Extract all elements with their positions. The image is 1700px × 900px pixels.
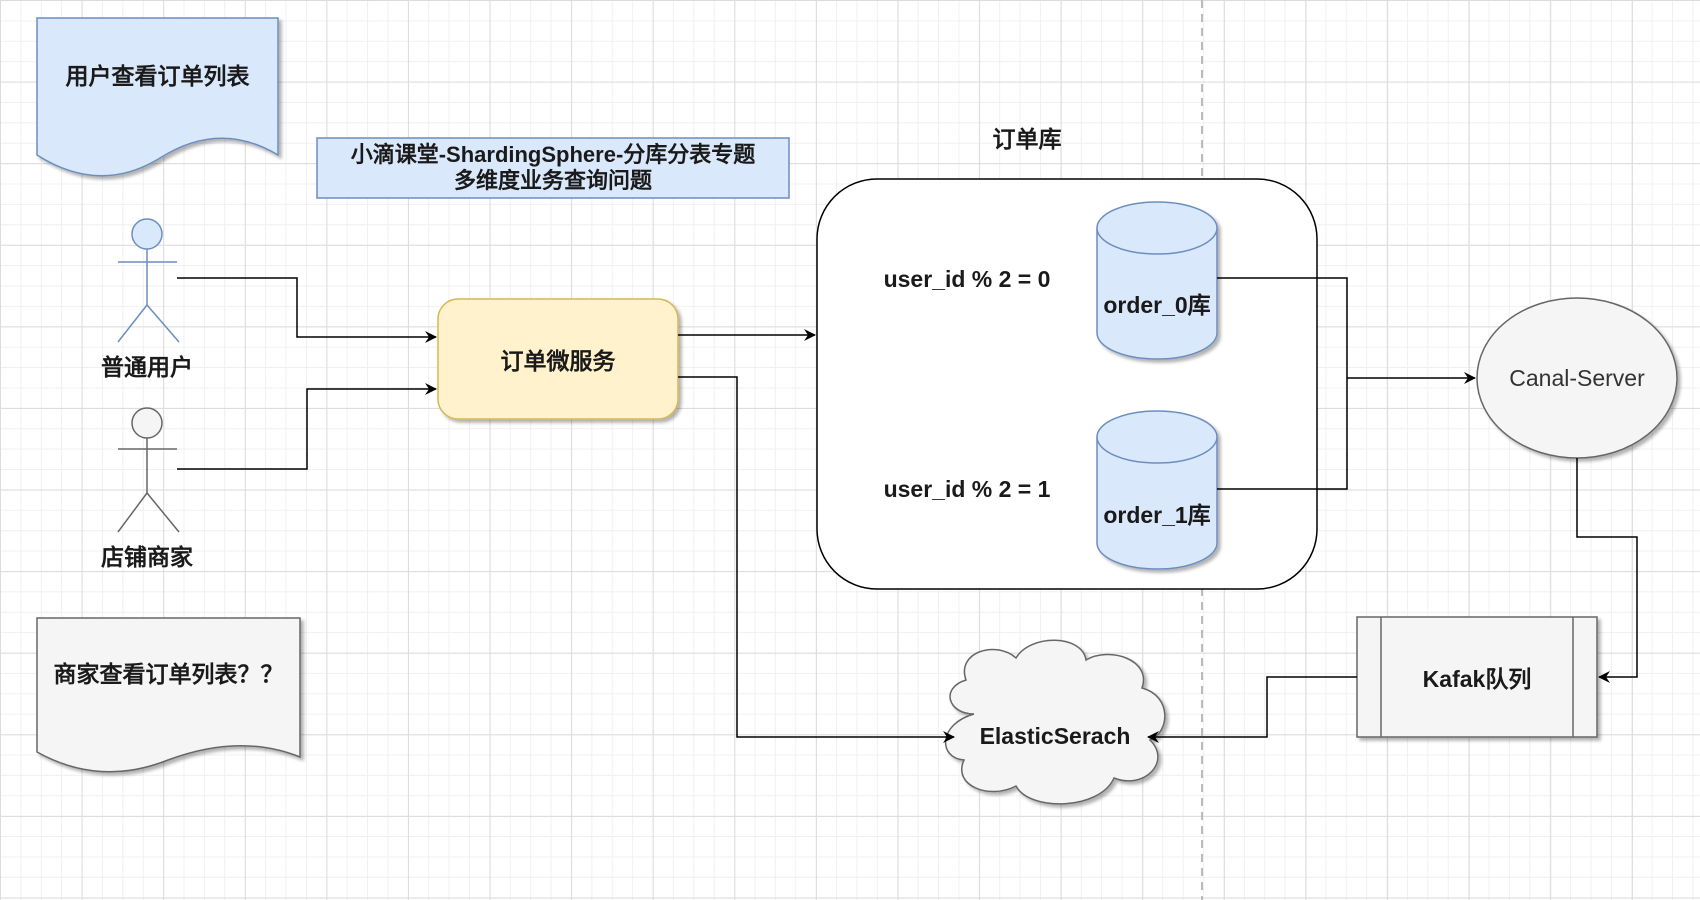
- order-service-label: 订单微服务: [500, 348, 616, 374]
- kafka-queue-label: Kafak队列: [1422, 666, 1532, 692]
- order-1-db-label: order_1库: [1103, 502, 1211, 528]
- merchant-actor-label: 店铺商家: [101, 544, 193, 570]
- order-db-title: 订单库: [992, 126, 1062, 152]
- order-0-db-icon[interactable]: [1096, 201, 1218, 360]
- user-to-service-arrow: [177, 277, 437, 343]
- user-note-shape[interactable]: [36, 17, 279, 177]
- rule-0-label: user_id % 2 = 0: [883, 265, 1051, 292]
- title-line-2: 多维度业务查询问题: [453, 168, 652, 193]
- merchant-view-orders-note: 商家查看订单列表？？: [53, 661, 284, 687]
- rule-1-label: user_id % 2 = 1: [883, 475, 1051, 502]
- merchant-note-shape[interactable]: [36, 617, 301, 773]
- user-view-orders-note: 用户查看订单列表: [65, 63, 250, 89]
- title-box: 小滴课堂-ShardingSphere-分库分表专题 多维度业务查询问题: [317, 138, 789, 198]
- order-service-box[interactable]: [437, 298, 679, 420]
- kafka-to-es-arrow: [1147, 676, 1357, 743]
- merchant-to-service-arrow: [177, 383, 437, 470]
- canal-to-kafka-arrow: [1576, 458, 1638, 683]
- title-box-shape[interactable]: [316, 137, 790, 199]
- canal-server-label: Canal-Server: [1509, 364, 1645, 391]
- user-actor-label: 普通用户: [101, 354, 193, 380]
- kafka-queue-node[interactable]: [1356, 616, 1598, 738]
- elasticsearch-label: ElasticSerach: [979, 722, 1131, 749]
- elasticsearch-cloud-icon[interactable]: [945, 639, 1166, 805]
- order-1-db-icon[interactable]: [1096, 410, 1218, 570]
- db-bracket-connector: [1217, 277, 1348, 490]
- order-0-db-label: order_0库: [1103, 292, 1211, 318]
- merchant-actor-icon[interactable]: [117, 407, 180, 533]
- user-actor-icon[interactable]: [117, 218, 180, 343]
- order-db-container[interactable]: [816, 178, 1318, 590]
- service-to-es-arrow: [678, 376, 955, 743]
- title-line-1: 小滴课堂-ShardingSphere-分库分表专题: [350, 142, 756, 167]
